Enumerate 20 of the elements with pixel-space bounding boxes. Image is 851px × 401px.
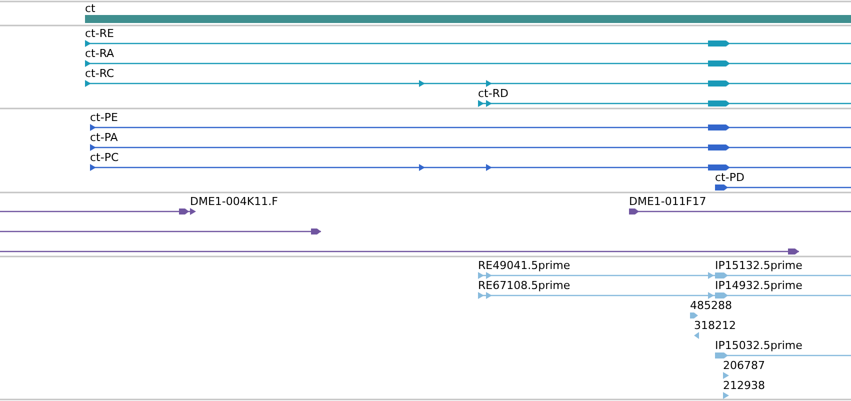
feature-label: IP15032.5prime: [715, 339, 802, 352]
feature-label: ct-PD: [715, 171, 744, 184]
feature-label: 318212: [694, 319, 736, 332]
feature-label: RE49041.5prime: [478, 259, 570, 272]
feature-label: DME1-004K11.F: [190, 195, 278, 208]
feature-label: 212938: [723, 379, 765, 392]
feature-label: 485288: [690, 299, 732, 312]
feature-label: ct-RC: [85, 67, 114, 80]
feature-label: RE67108.5prime: [478, 279, 570, 292]
feature-label: ct-PE: [90, 111, 118, 124]
feature-label: DME1-011F17: [629, 195, 706, 208]
feature-label: ct-RE: [85, 27, 114, 40]
feature-label: ct-PA: [90, 131, 118, 144]
feature-label: ct-RD: [478, 87, 508, 100]
feature-label: ct-RA: [85, 47, 114, 60]
feature-label: ct-PC: [90, 151, 119, 164]
feature-label: IP15132.5prime: [715, 259, 802, 272]
feature-label: ct: [85, 2, 96, 15]
feature-label: IP14932.5prime: [715, 279, 802, 292]
feature-label: 206787: [723, 359, 765, 372]
